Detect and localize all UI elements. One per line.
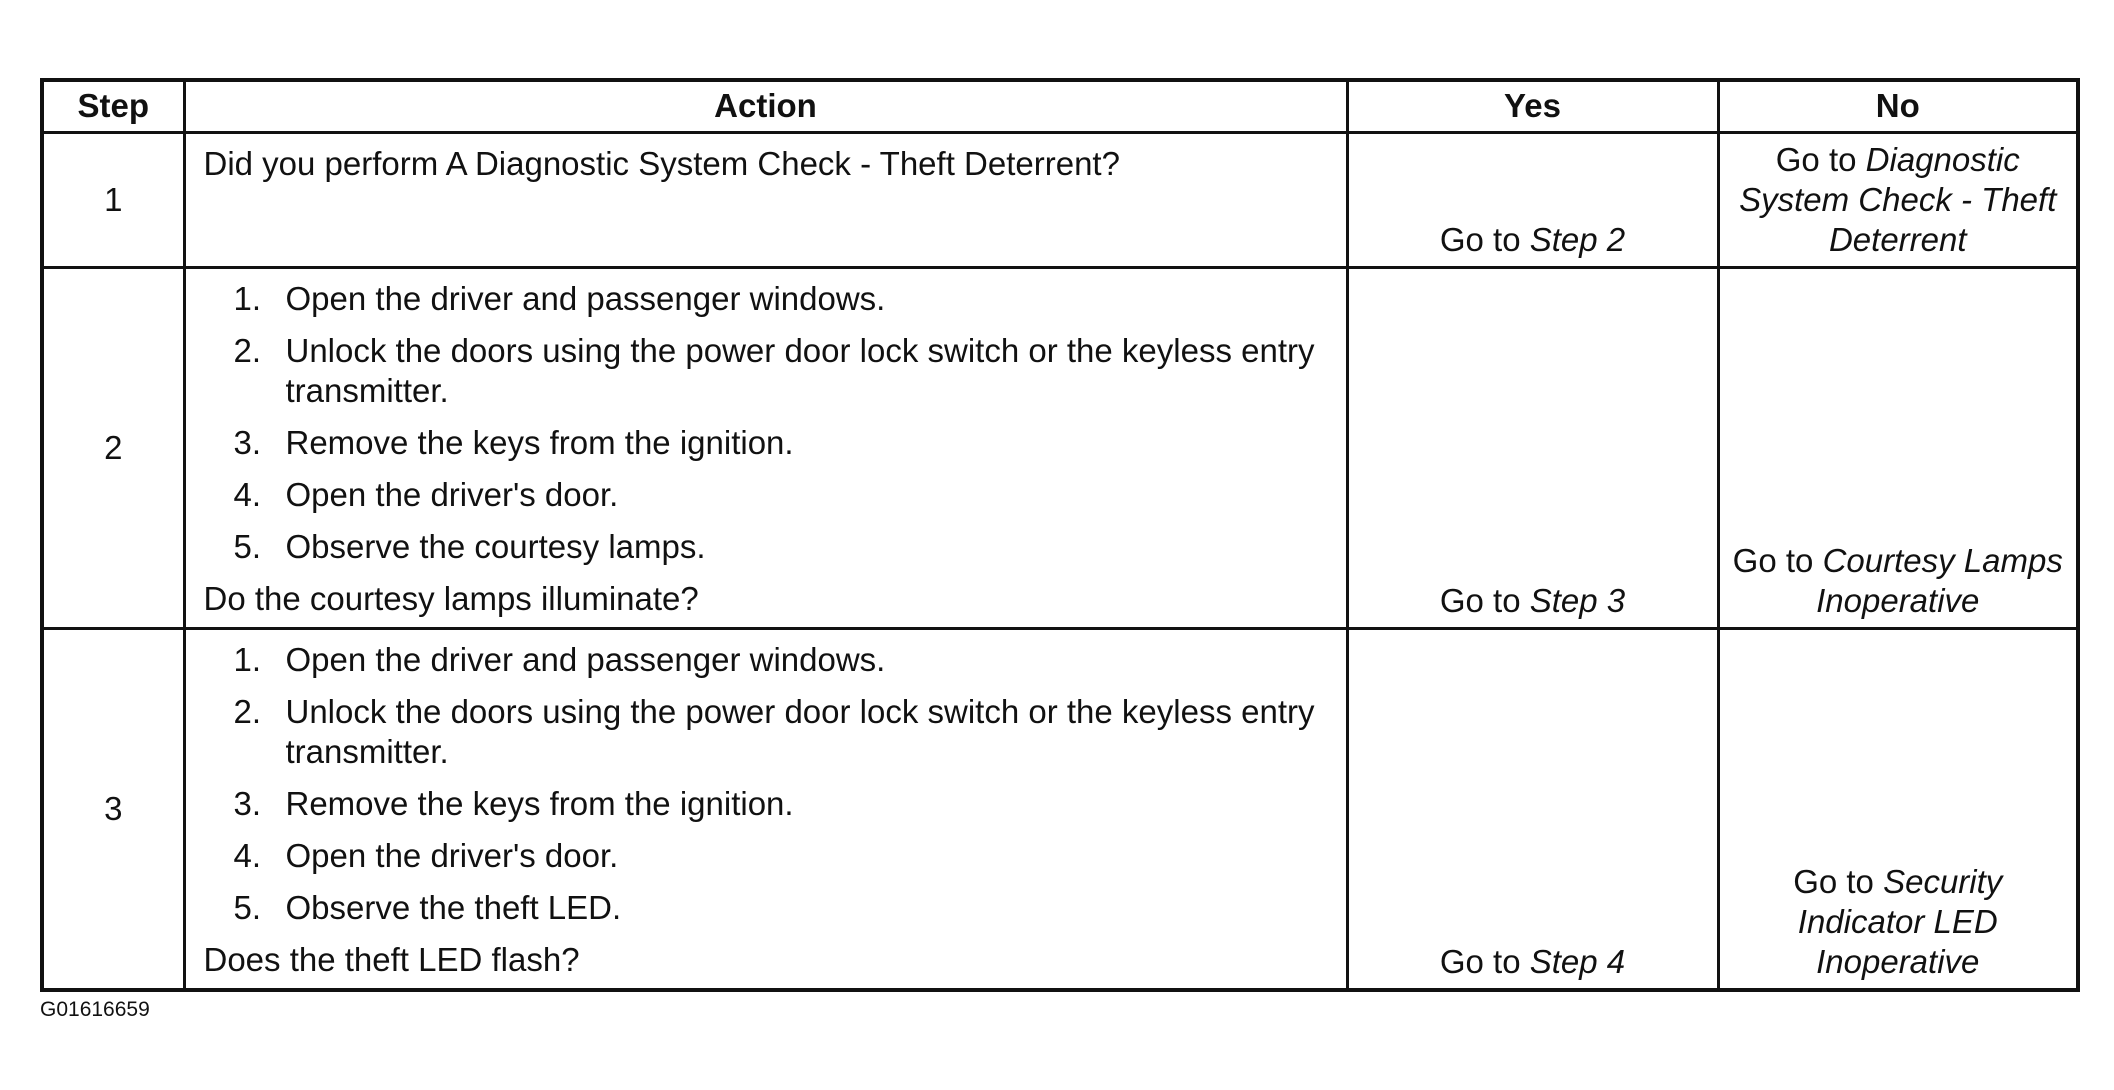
- no-cell: Go to Security Indicator LED Inoperative: [1716, 626, 2080, 991]
- action-cell: 1. Open the driver and passenger windows.…: [182, 626, 1349, 991]
- step-number: 1: [40, 130, 186, 269]
- list-item-text: Remove the keys from the ignition.: [285, 423, 794, 461]
- list-item-text: Unlock the doors using the power door lo…: [285, 692, 1315, 770]
- list-item: 5. Observe the courtesy lamps.: [204, 527, 1332, 567]
- list-item-number: 1.: [233, 279, 262, 317]
- list-item-text: Unlock the doors using the power door lo…: [285, 331, 1315, 409]
- no-cell: Go to Courtesy Lamps Inoperative: [1716, 265, 2080, 630]
- list-item: 2. Unlock the doors using the power door …: [204, 692, 1332, 772]
- no-step-link[interactable]: Security Indicator LED Inoperative: [1797, 862, 2003, 980]
- header-action: Action: [182, 78, 1349, 134]
- no-prefix: Go to: [1775, 140, 1857, 178]
- list-item: 3. Remove the keys from the ignition.: [204, 423, 1332, 463]
- header-yes: Yes: [1345, 78, 1720, 134]
- list-item-text: Open the driver's door.: [285, 836, 619, 874]
- list-item-number: 1.: [233, 640, 262, 678]
- diagnostic-table: Step Action Yes No 1 Did you perform A D…: [40, 78, 2080, 992]
- list-item-text: Remove the keys from the ignition.: [285, 784, 794, 822]
- list-item: 4. Open the driver's door.: [204, 836, 1332, 876]
- list-item-number: 2.: [233, 692, 262, 730]
- no-cell: Go to Diagnostic System Check - Theft De…: [1716, 130, 2080, 269]
- step-number: 2: [40, 265, 186, 630]
- figure-id: G01616659: [40, 998, 150, 1021]
- yes-prefix: Go to: [1439, 942, 1521, 980]
- header-no: No: [1716, 78, 2080, 134]
- list-item-number: 4.: [233, 475, 262, 513]
- list-item-text: Open the driver and passenger windows.: [285, 640, 886, 678]
- no-step-link[interactable]: Diagnostic System Check - Theft Deterren…: [1739, 140, 2057, 258]
- list-item-text: Observe the theft LED.: [285, 888, 622, 926]
- list-item: 1. Open the driver and passenger windows.: [204, 640, 1332, 680]
- header-step: Step: [40, 78, 186, 134]
- step-number: 3: [40, 626, 186, 991]
- yes-step-link[interactable]: Step 4: [1529, 942, 1626, 980]
- list-item-text: Open the driver and passenger windows.: [285, 279, 886, 317]
- no-prefix: Go to: [1732, 541, 1814, 579]
- list-item: 5. Observe the theft LED.: [204, 888, 1332, 928]
- yes-prefix: Go to: [1439, 220, 1521, 258]
- list-item: 2. Unlock the doors using the power door …: [204, 331, 1332, 411]
- table-row: 1 Did you perform A Diagnostic System Ch…: [40, 130, 2080, 269]
- yes-prefix: Go to: [1439, 581, 1521, 619]
- action-question: Does the theft LED flash?: [203, 940, 580, 978]
- list-item-number: 5.: [233, 888, 262, 926]
- action-cell: 1. Open the driver and passenger windows.…: [182, 265, 1349, 630]
- action-cell: Did you perform A Diagnostic System Chec…: [182, 130, 1349, 269]
- table-header-row: Step Action Yes No: [40, 78, 2080, 134]
- list-item-number: 3.: [233, 784, 262, 822]
- yes-step-link[interactable]: Step 3: [1529, 581, 1626, 619]
- action-steps-list: 1. Open the driver and passenger windows.…: [204, 640, 1332, 928]
- yes-cell: Go to Step 4: [1345, 626, 1720, 991]
- action-question: Do the courtesy lamps illuminate?: [203, 579, 699, 617]
- table-row: 3 1. Open the driver and passenger window…: [40, 626, 2080, 991]
- table-row: 2 1. Open the driver and passenger window…: [40, 265, 2080, 630]
- list-item-number: 3.: [233, 423, 262, 461]
- list-item-number: 5.: [233, 527, 262, 565]
- list-item-number: 4.: [233, 836, 262, 874]
- list-item-text: Open the driver's door.: [285, 475, 619, 513]
- list-item: 4. Open the driver's door.: [204, 475, 1332, 515]
- list-item: 3. Remove the keys from the ignition.: [204, 784, 1332, 824]
- no-prefix: Go to: [1793, 862, 1874, 900]
- yes-cell: Go to Step 2: [1345, 130, 1720, 269]
- list-item-text: Observe the courtesy lamps.: [285, 527, 706, 565]
- action-steps-list: 1. Open the driver and passenger windows.…: [204, 279, 1332, 567]
- action-question: Did you perform A Diagnostic System Chec…: [203, 144, 1120, 182]
- list-item: 1. Open the driver and passenger windows.: [204, 279, 1332, 319]
- list-item-number: 2.: [233, 331, 262, 369]
- yes-step-link[interactable]: Step 2: [1529, 220, 1626, 258]
- no-step-link[interactable]: Courtesy Lamps Inoperative: [1816, 541, 2063, 619]
- yes-cell: Go to Step 3: [1345, 265, 1720, 630]
